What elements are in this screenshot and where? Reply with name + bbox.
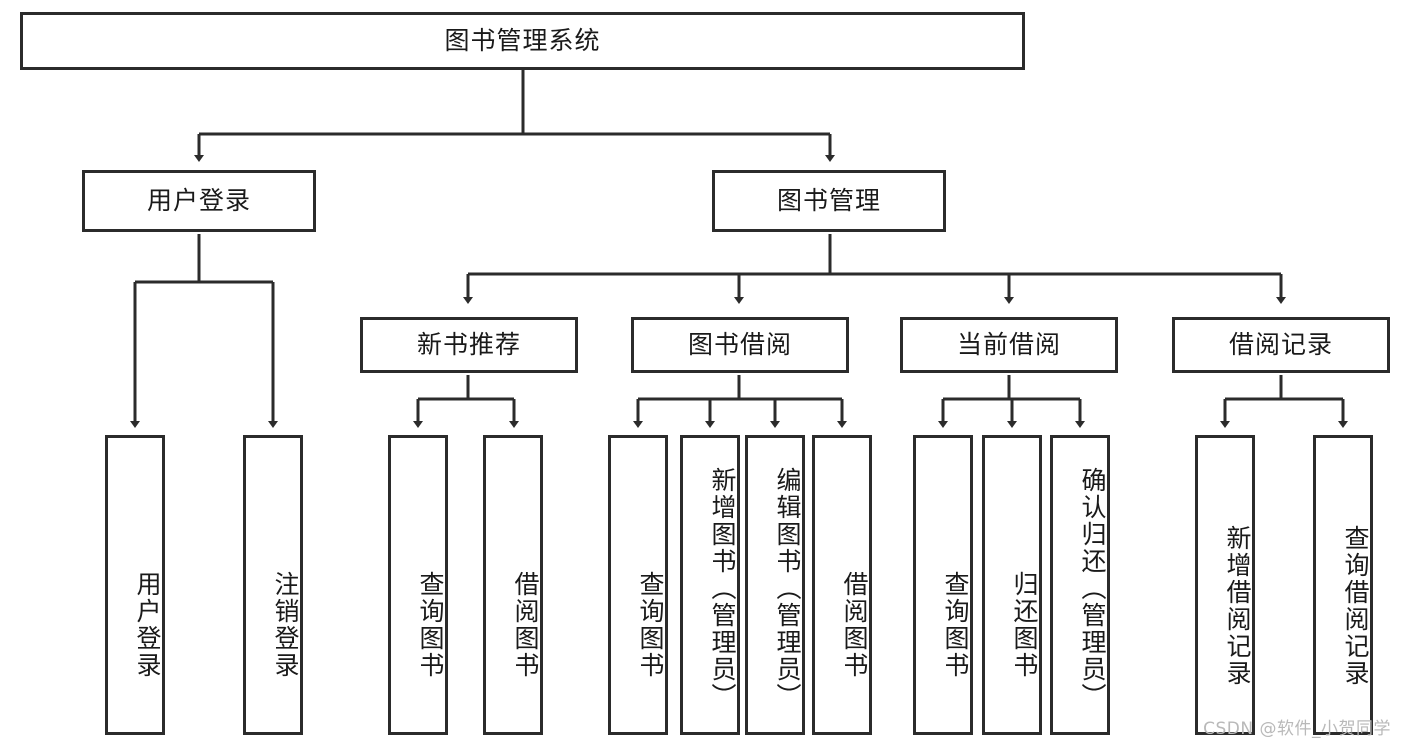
node-label: 图书借阅	[687, 329, 792, 359]
node-label: 查询借阅记录	[1341, 525, 1370, 687]
node-leaf-add-borrow-record[interactable]: 新增借阅记录	[1195, 435, 1255, 735]
node-leaf-edit-book-admin[interactable]: 编辑图书（管理员）	[745, 435, 805, 735]
node-leaf-query-book-current[interactable]: 查询图书	[913, 435, 973, 735]
node-label: 新书推荐	[416, 329, 521, 359]
node-new-book-recommend[interactable]: 新书推荐	[360, 317, 578, 373]
node-current-borrow[interactable]: 当前借阅	[900, 317, 1118, 373]
node-label: 借阅图书	[511, 571, 540, 679]
node-label: 用户登录	[133, 571, 162, 679]
node-leaf-query-borrow-record[interactable]: 查询借阅记录	[1313, 435, 1373, 735]
node-leaf-return-book[interactable]: 归还图书	[982, 435, 1042, 735]
node-book-management[interactable]: 图书管理	[712, 170, 946, 232]
node-label: 新增借阅记录	[1223, 525, 1252, 687]
node-book-borrow[interactable]: 图书借阅	[631, 317, 849, 373]
node-leaf-confirm-return-admin[interactable]: 确认归还（管理员）	[1050, 435, 1110, 735]
node-borrow-record[interactable]: 借阅记录	[1172, 317, 1390, 373]
node-label: 确认归还（管理员）	[1078, 466, 1107, 710]
node-user-login[interactable]: 用户登录	[82, 170, 316, 232]
node-leaf-user-login[interactable]: 用户登录	[105, 435, 165, 735]
node-root-book-management-system[interactable]: 图书管理系统	[20, 12, 1025, 70]
node-leaf-borrow-book[interactable]: 借阅图书	[812, 435, 872, 735]
node-label: 图书管理系统	[444, 25, 601, 55]
node-leaf-add-book-admin[interactable]: 新增图书（管理员）	[680, 435, 740, 735]
node-label: 注销登录	[271, 571, 300, 679]
node-label: 借阅记录	[1228, 329, 1333, 359]
node-label: 当前借阅	[956, 329, 1061, 359]
node-label: 查询图书	[636, 571, 665, 679]
csdn-watermark: CSDN @软件_小贺同学	[1203, 719, 1391, 739]
node-label: 新增图书（管理员）	[708, 466, 737, 710]
node-label: 图书管理	[776, 185, 881, 215]
node-label: 查询图书	[941, 571, 970, 679]
node-label: 借阅图书	[840, 571, 869, 679]
node-label: 编辑图书（管理员）	[773, 466, 802, 710]
node-label: 归还图书	[1010, 571, 1039, 679]
node-leaf-borrow-book-recommend[interactable]: 借阅图书	[483, 435, 543, 735]
node-leaf-query-book-recommend[interactable]: 查询图书	[388, 435, 448, 735]
node-label: 用户登录	[146, 185, 251, 215]
node-label: 查询图书	[416, 571, 445, 679]
node-leaf-logout[interactable]: 注销登录	[243, 435, 303, 735]
node-leaf-query-book-borrow[interactable]: 查询图书	[608, 435, 668, 735]
